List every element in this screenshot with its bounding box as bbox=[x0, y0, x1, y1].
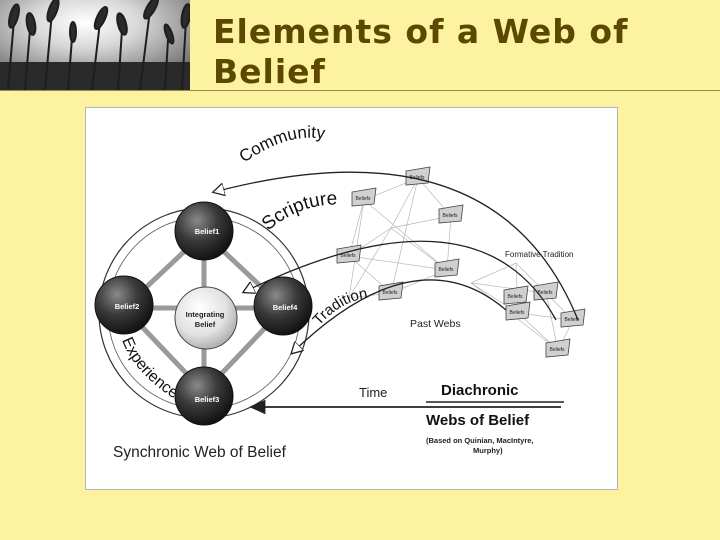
belief-node-3: Belief3 bbox=[174, 366, 234, 426]
wheat-photo bbox=[0, 0, 190, 90]
svg-text:Beliefs: Beliefs bbox=[382, 290, 398, 296]
scripture-label: Scripture bbox=[258, 188, 338, 234]
past-web-node: Beliefs bbox=[503, 285, 529, 305]
svg-text:Belief2: Belief2 bbox=[115, 302, 140, 311]
svg-text:Beliefs: Beliefs bbox=[537, 290, 553, 296]
past-web-node: Beliefs bbox=[560, 308, 586, 328]
past-web-node: Beliefs bbox=[438, 204, 464, 224]
influence-arcs bbox=[214, 171, 579, 353]
past-webs-network bbox=[348, 177, 574, 351]
formative-tradition-label: Formative Tradition bbox=[505, 250, 573, 259]
svg-text:Belief4: Belief4 bbox=[273, 303, 298, 312]
svg-text:Beliefs: Beliefs bbox=[549, 347, 565, 353]
belief-node-2: Belief2 bbox=[94, 275, 154, 335]
time-label: Time bbox=[359, 385, 387, 400]
svg-text:Beliefs: Beliefs bbox=[509, 310, 525, 316]
synchronic-label: Synchronic Web of Belief bbox=[113, 444, 287, 461]
svg-text:Integrating: Integrating bbox=[186, 310, 225, 319]
belief-node-1: Belief1 bbox=[174, 201, 234, 261]
past-web-node: Beliefs bbox=[545, 338, 571, 358]
slide-title: Elements of a Web of Belief bbox=[213, 12, 629, 91]
tradition-label: Tradition bbox=[310, 285, 369, 329]
past-web-node: Beliefs bbox=[405, 166, 431, 186]
svg-text:Belief: Belief bbox=[195, 320, 216, 329]
belief-node-4: Belief4 bbox=[253, 276, 313, 336]
svg-text:Belief1: Belief1 bbox=[195, 227, 220, 236]
title-bar bbox=[190, 0, 720, 90]
past-web-node: Beliefs bbox=[378, 281, 404, 301]
svg-text:Beliefs: Beliefs bbox=[564, 317, 580, 323]
webs-of-belief-label: Webs of Belief bbox=[426, 412, 530, 429]
source-note-line1: (Based on Quinian, MacIntyre, bbox=[426, 436, 534, 445]
source-note-line2: Murphy) bbox=[473, 446, 503, 455]
past-webs-label: Past Webs bbox=[410, 318, 461, 330]
title-divider bbox=[0, 90, 720, 91]
svg-text:Beliefs: Beliefs bbox=[409, 175, 425, 181]
svg-text:Beliefs: Beliefs bbox=[438, 267, 454, 273]
svg-text:Beliefs: Beliefs bbox=[507, 294, 523, 300]
past-webs-nodes: Beliefs Beliefs Beliefs Beliefs Beliefs … bbox=[336, 166, 586, 358]
web-of-belief-diagram: Beliefs Beliefs Beliefs Beliefs Beliefs … bbox=[85, 107, 618, 490]
integrating-belief-node: Integrating Belief bbox=[174, 286, 238, 350]
past-web-node: Beliefs bbox=[505, 301, 531, 321]
past-web-node: Beliefs bbox=[434, 258, 460, 278]
diachronic-label: Diachronic bbox=[441, 382, 519, 399]
past-web-node: Beliefs bbox=[351, 187, 377, 207]
svg-text:Belief3: Belief3 bbox=[195, 395, 220, 404]
community-label: Community bbox=[236, 123, 327, 167]
svg-text:Beliefs: Beliefs bbox=[355, 196, 371, 202]
svg-text:Beliefs: Beliefs bbox=[340, 253, 356, 259]
svg-text:Beliefs: Beliefs bbox=[442, 213, 458, 219]
